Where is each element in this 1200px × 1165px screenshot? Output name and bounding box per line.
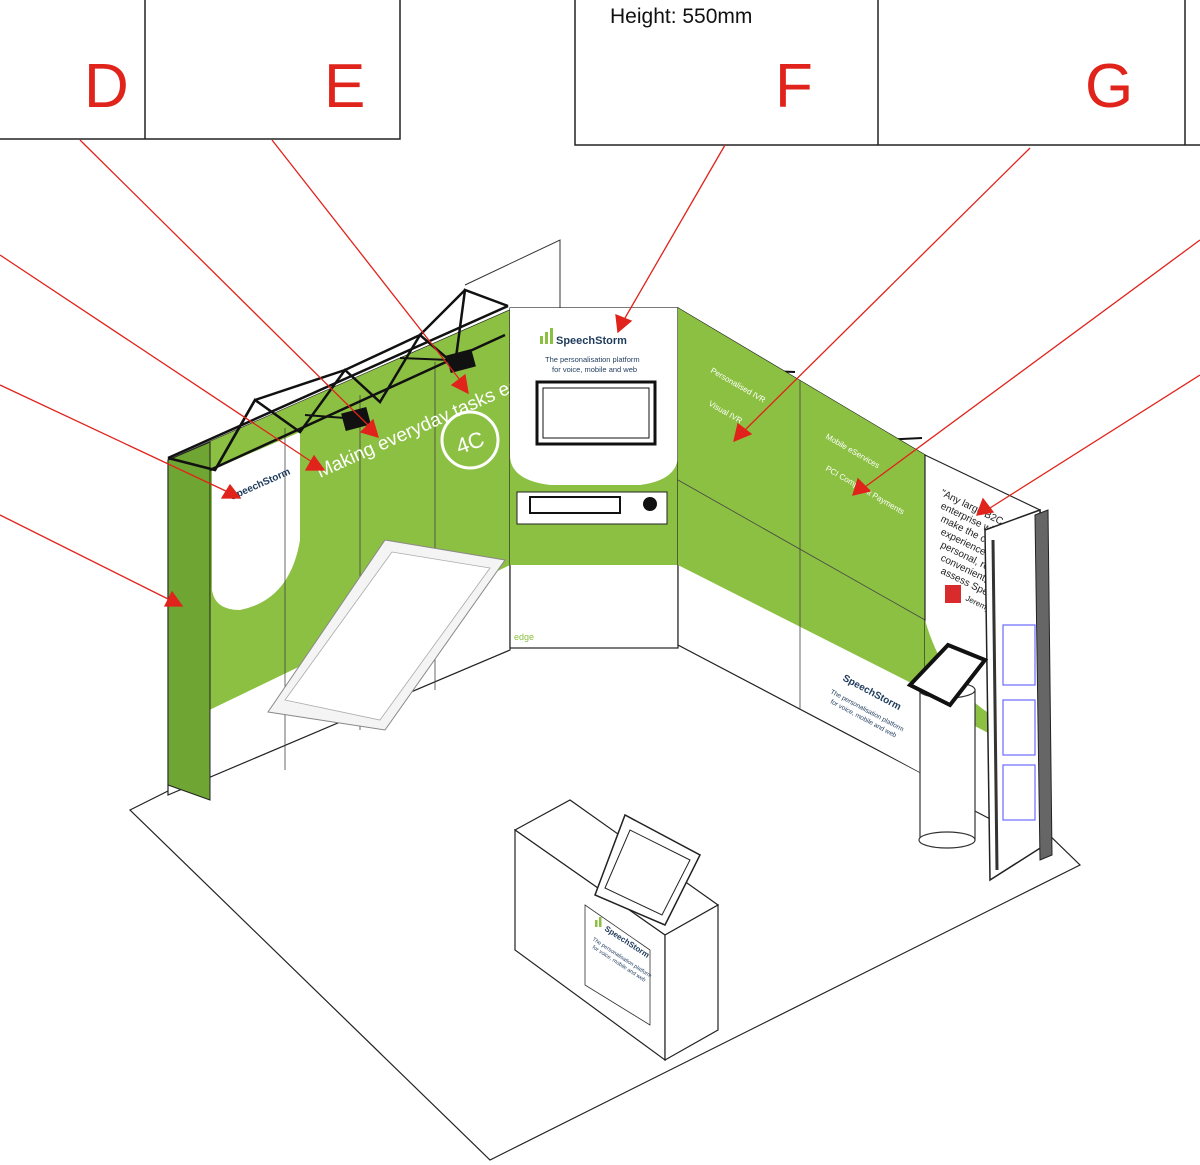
label-d: D (84, 52, 129, 121)
quote-logo-icon (945, 585, 961, 603)
front-counter: SpeechStorm The personalisation platform… (513, 799, 720, 1062)
left-wall: 4C Making everyday tasks easier SpeechSt… (167, 309, 551, 801)
edge-mark: edge (514, 632, 534, 642)
label-f: F (775, 52, 813, 121)
label-box-left (0, 0, 401, 140)
label-g: G (1085, 52, 1133, 121)
center-brand-text: SpeechStorm (556, 335, 627, 347)
center-wall: SpeechStorm The personalisation platform… (509, 307, 679, 649)
center-logo-icon (540, 328, 553, 344)
counter-logo-icon (595, 917, 602, 927)
callout-arrows (0, 139, 1200, 607)
tablet-kiosk (906, 642, 989, 849)
brochure-rack (984, 508, 1053, 882)
label-box-right (574, 0, 1200, 146)
height-note: Height: 550mm (610, 5, 752, 28)
center-tagline-2: for voice, mobile and web (552, 365, 637, 374)
center-tagline-1: The personalisation platform (545, 355, 640, 364)
label-e: E (324, 52, 365, 121)
side-wall-outline (464, 239, 561, 310)
